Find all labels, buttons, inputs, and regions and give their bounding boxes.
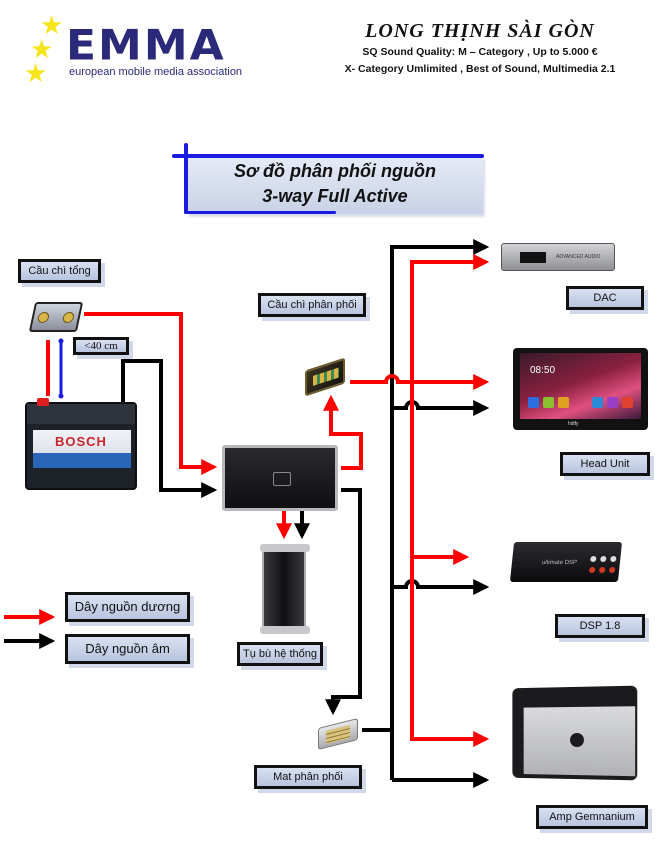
positive-wire	[410, 254, 490, 382]
wire-junction	[58, 393, 64, 399]
positive-wire	[350, 374, 490, 390]
amplifier-logo-icon	[570, 733, 584, 748]
positive-wire	[84, 312, 218, 475]
wire-junction	[58, 338, 64, 344]
head-unit-device: 08:50 hdify	[513, 348, 648, 430]
diagram-subtitle: 3-way Full Active	[262, 186, 408, 206]
distribution-fuse-label: Cầu chì phân phối	[258, 293, 366, 317]
app-icon	[622, 397, 633, 408]
rca-jack-icon	[608, 567, 616, 573]
dac-label: DAC	[566, 286, 644, 310]
dac-display	[520, 252, 546, 263]
negative-wire	[121, 359, 218, 498]
battery-brand: BOSCH	[55, 434, 107, 449]
dsp-device: ultimate DSP	[509, 542, 623, 582]
distance-label: <40 cm	[73, 337, 129, 355]
main-fuse-holder	[28, 302, 84, 332]
positive-wire	[410, 382, 490, 747]
head-unit-screen: 08:50	[520, 353, 641, 419]
shop-line-2: X- Category Umlimited , Best of Sound, M…	[344, 63, 616, 75]
diagram-title: Sơ đồ phân phối nguồn	[233, 161, 437, 181]
shop-title: LONG THỊNH SÀI GÒN	[365, 20, 595, 42]
negative-wire	[392, 400, 490, 416]
rca-jack-icon	[590, 556, 597, 562]
battery-top	[27, 404, 135, 424]
rca-jack-icon	[588, 567, 596, 573]
emma-logo: EMMA	[66, 21, 226, 70]
amp-label: Amp Gemnanium	[536, 805, 648, 829]
title-accent-bar	[184, 143, 188, 213]
dac-model-text: ADVANCED AUDIO	[556, 254, 601, 260]
capacitor-label: Tụ bù hệ thống	[237, 642, 323, 666]
car-battery: BOSCH	[25, 398, 137, 490]
legend-negative-label: Dây nguồn âm	[65, 634, 190, 664]
capacitor-cap	[260, 544, 310, 552]
diagram-title-box: Sơ đồ phân phối nguồn 3-way Full Active	[187, 156, 483, 214]
power-distribution-block	[222, 445, 338, 511]
dsp-label: DSP 1.8	[555, 614, 645, 638]
dsp-brand: ultimate DSP	[541, 560, 578, 566]
dac-device: ADVANCED AUDIO	[501, 243, 615, 271]
ground-block-label: Mat phân phối	[254, 765, 362, 789]
head-unit-brand: hdify	[568, 421, 579, 427]
bluetooth-icon	[592, 397, 603, 408]
pdu-logo-icon	[273, 472, 291, 486]
star-icon: ★	[24, 58, 48, 88]
app-icon	[558, 397, 569, 408]
capacitor-base	[260, 626, 310, 634]
title-accent-bar	[184, 211, 336, 214]
head-unit-label: Head Unit	[560, 452, 650, 476]
capacitor	[260, 544, 310, 634]
battery-label-band	[33, 430, 131, 468]
star-icon: ★	[30, 34, 54, 64]
app-icon	[607, 397, 618, 408]
star-icon: ★	[40, 10, 64, 40]
amplifier-device	[512, 685, 638, 781]
rca-jack-icon	[600, 556, 607, 562]
amplifier-face	[523, 706, 636, 777]
head-unit-clock: 08:50	[530, 365, 556, 376]
rca-jack-icon	[610, 556, 617, 562]
shop-line-1: SQ Sound Quality: M – Category , Up to 5…	[362, 46, 598, 58]
positive-wire	[323, 394, 363, 470]
app-icon	[528, 397, 539, 408]
title-accent-bar	[172, 154, 484, 158]
negative-wire	[390, 239, 490, 780]
app-icon	[543, 397, 554, 408]
main-fuse-label: Cầu chì tổng	[18, 259, 101, 283]
emma-tagline: european mobile media association	[69, 66, 243, 78]
legend-positive-label: Dây nguồn dương	[65, 592, 190, 622]
battery-positive-terminal	[37, 398, 49, 406]
negative-wire	[325, 488, 362, 716]
rca-jack-icon	[598, 567, 606, 573]
negative-wire	[392, 579, 490, 595]
